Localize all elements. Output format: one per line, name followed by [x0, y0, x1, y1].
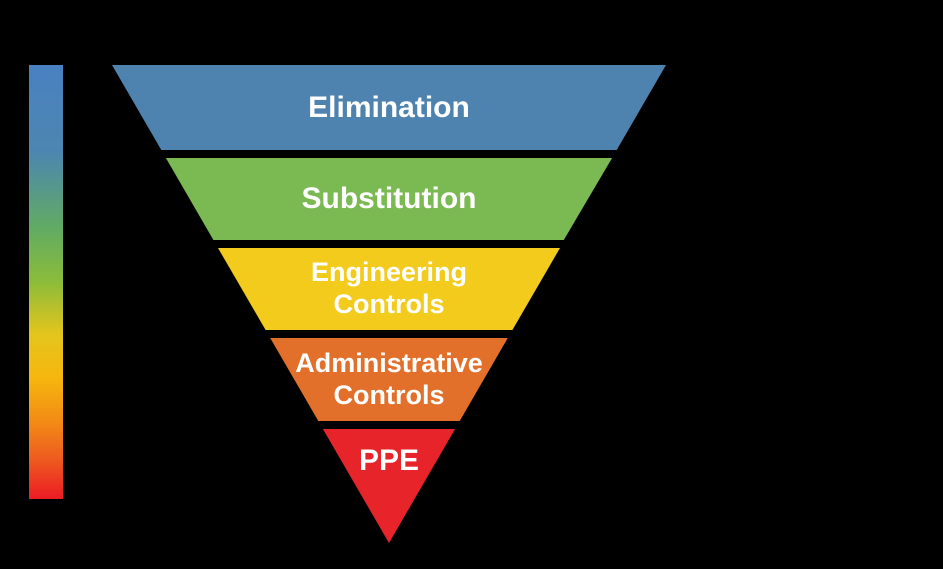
label-line: PPE	[358, 444, 420, 477]
funnel-level-label: Administrative Controls	[270, 347, 508, 412]
label-line: Substitution	[301, 182, 477, 216]
funnel-level-engineering-controls: Engineering Controls	[218, 248, 560, 330]
funnel-level-elimination: Elimination	[112, 65, 666, 150]
funnel-level-ppe: PPE	[322, 429, 456, 543]
funnel-level-administrative-controls: Administrative Controls	[270, 338, 508, 421]
label-line: Controls	[333, 289, 445, 319]
funnel-level-label: Substitution	[166, 181, 612, 216]
funnel-level-label: Elimination	[112, 90, 666, 125]
funnel-level-label: PPE	[323, 443, 455, 478]
funnel-level-label: Engineering Controls	[218, 257, 560, 321]
label-line: Engineering	[310, 257, 467, 288]
funnel-level-substitution: Substitution	[165, 158, 613, 240]
label-line: Administrative	[295, 347, 483, 378]
label-line: Elimination	[308, 90, 470, 124]
effectiveness-gradient-bar	[29, 65, 63, 499]
label-line: Controls	[333, 379, 445, 410]
